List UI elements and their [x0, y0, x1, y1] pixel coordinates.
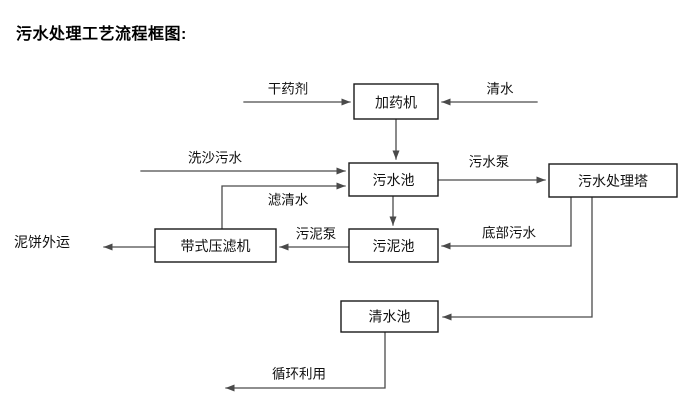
page-title: 污水处理工艺流程框图:: [16, 26, 187, 43]
node-label-belt-press: 带式压滤机: [181, 238, 251, 254]
node-label-clean-pool: 清水池: [369, 309, 411, 325]
node-sewage-pool[interactable]: 污水池: [348, 162, 439, 197]
label-mud-cake-out: 泥饼外运: [14, 234, 70, 250]
node-treatment-tower[interactable]: 污水处理塔: [548, 163, 678, 198]
node-clean-pool[interactable]: 清水池: [340, 300, 439, 333]
edge-label-dry-agent: 干药剂: [268, 82, 309, 97]
edge-treatment-tower-to-clean-pool: [442, 196, 593, 321]
edge-label-sewage-pump: 污水泵: [469, 155, 510, 170]
edge-label-bottom-sewage: 底部污水: [482, 226, 536, 241]
node-label-sewage-pool: 污水池: [373, 172, 415, 188]
node-label-treatment-tower: 污水处理塔: [578, 173, 648, 189]
edge-filtered-clear-water-to-sewage-pool: [221, 182, 346, 230]
edge-label-sludge-pump: 污泥泵: [296, 227, 337, 242]
edge-label-clean-water: 清水: [487, 82, 515, 97]
node-belt-press[interactable]: 带式压滤机: [154, 228, 277, 263]
edge-clean-pool-to-recycle-use: [225, 331, 386, 392]
edge-label-filtered-clear-water: 滤清水: [268, 193, 309, 208]
node-dosing-machine[interactable]: 加药机: [353, 83, 439, 120]
edge-label-sand-wash-sewage: 洗沙污水: [188, 151, 242, 166]
node-sludge-pool[interactable]: 污泥池: [348, 228, 439, 263]
node-label-sludge-pool: 污泥池: [373, 238, 415, 254]
node-label-dosing-machine: 加药机: [375, 95, 417, 111]
edge-bottom-sewage-to-sludge-pool: [441, 196, 572, 250]
edge-label-recycle-use: 循环利用: [272, 367, 326, 382]
